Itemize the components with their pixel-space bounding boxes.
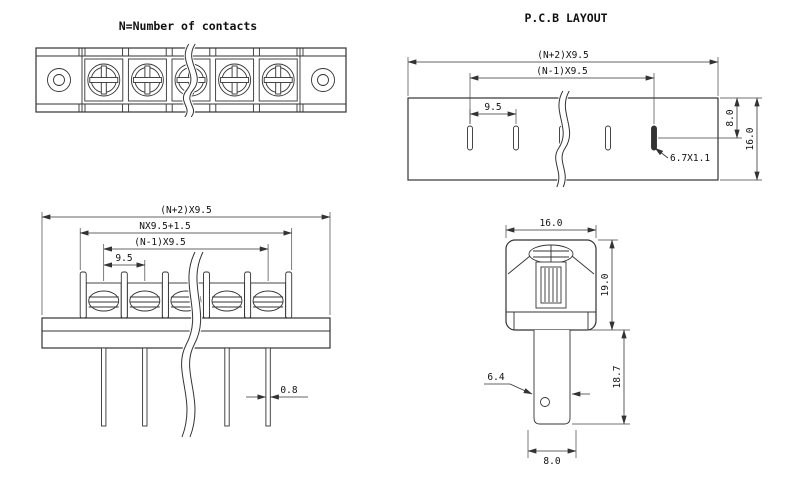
- side-bottom-dim-group: 8.0: [527, 430, 577, 467]
- pcb-board-height-dim: 16.0: [745, 127, 756, 150]
- front-body-width-dim: NX9.5+1.5: [139, 221, 190, 232]
- side-tab-width-dim: 6.4: [487, 372, 504, 383]
- side-tab-width-dim-group: 6.4: [484, 372, 590, 397]
- pcb-total-width-dim: (N+2)X9.5: [537, 50, 588, 61]
- front-view: (N+2)X9.5 NX9.5+1.5 (N-1)X9.5 9.5: [41, 205, 331, 439]
- side-tab-length-dim-group: 18.7: [572, 329, 630, 425]
- side-body-height-dim: 19.0: [600, 273, 611, 296]
- contact-cell-2: [127, 58, 167, 102]
- pcb-inner-span-dim: (N-1)X9.5: [536, 66, 587, 77]
- front-pin-width-dim-group: 0.8: [246, 385, 308, 400]
- side-view: 16.0 19.0 18.7 6.4: [484, 218, 630, 467]
- contact-cell-1: [84, 58, 124, 102]
- front-terminal-4: [209, 282, 245, 319]
- front-pin-width-dim: 0.8: [280, 385, 297, 396]
- tab-hole: [540, 397, 550, 407]
- side-bottom-dim: 8.0: [543, 456, 560, 467]
- pcb-layout-title: P.C.B LAYOUT: [524, 11, 607, 25]
- side-body-height-dim-group: 19.0: [572, 239, 630, 331]
- side-width-dim: 16.0: [540, 218, 563, 229]
- contact-cell-4: [215, 58, 255, 102]
- side-body: [505, 239, 597, 331]
- front-terminals: [79, 271, 293, 319]
- side-tab-length-dim: 18.7: [612, 366, 623, 389]
- front-pitch-dim: 9.5: [115, 253, 132, 264]
- pcb-pitch-dim: 9.5: [484, 102, 501, 113]
- pcb-dimensions: (N+2)X9.5 (N-1)X9.5 9.5 8.0 16.0 6.7X1.1: [407, 50, 762, 181]
- pcb-slot-size-dim: 6.7X1.1: [670, 153, 710, 164]
- front-terminal-1: [85, 282, 122, 319]
- pcb-layout-view: P.C.B LAYOUT (N+2)X9.5 (N-1)X9.5 9.5 8.0…: [407, 11, 762, 189]
- front-total-width-dim: (N+2)X9.5: [160, 205, 211, 216]
- front-pins: [101, 347, 271, 427]
- break-line-top-view: [182, 41, 199, 120]
- mounting-hole-right: [311, 68, 335, 92]
- side-width-dim-group: 16.0: [505, 218, 597, 238]
- pcb-pad-offset-dim: 8.0: [725, 109, 736, 126]
- contact-cell-5: [258, 58, 298, 102]
- contacts-note-label: N=Number of contacts: [119, 19, 257, 33]
- break-line-front-view: [180, 249, 205, 439]
- front-barrier-walls: [79, 271, 293, 319]
- break-line-pcb-view: [554, 88, 571, 189]
- front-terminal-2: [126, 282, 163, 319]
- side-solder-tab: [533, 330, 571, 425]
- front-inner-span-dim: (N-1)X9.5: [134, 237, 185, 248]
- mounting-hole-left: [47, 68, 71, 92]
- front-terminal-5: [250, 282, 287, 319]
- top-view: N=Number of contacts: [35, 19, 347, 120]
- pcb-pad-highlighted: [651, 125, 657, 151]
- front-dimensions: (N+2)X9.5 NX9.5+1.5 (N-1)X9.5 9.5: [41, 205, 331, 315]
